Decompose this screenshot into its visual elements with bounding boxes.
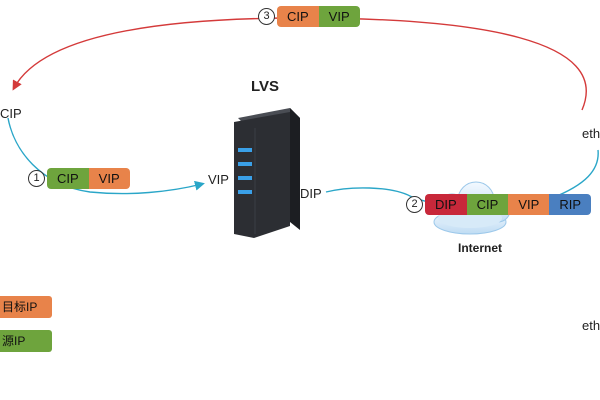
lvs-server-icon [234,108,300,238]
packet-cell-cip: CIP [277,6,319,27]
packet-cell-rip: RIP [549,194,591,215]
legend-target-ip: 目标IP [0,296,52,318]
lvs-label: LVS [251,78,280,95]
packet-cell-vip: VIP [88,168,130,189]
request-arrow-client-to-lvs [7,117,205,195]
step-number-badge: 3 [258,8,275,25]
server-led-4 [238,190,252,194]
packet-cell-dip: DIP [425,194,467,215]
packet-cell-vip: VIP [318,6,360,27]
server-led-3 [238,176,252,180]
eth-label-bottom: eth [582,318,600,333]
packet-cell-cip: CIP [47,168,89,189]
server-led-2 [238,162,252,166]
packet-step-1: 1 CIP VIP [28,168,130,189]
legend-source-ip: 源IP [0,330,52,352]
dip-label: DIP [300,186,322,201]
packet-cell-vip: VIP [508,194,550,215]
vip-label: VIP [208,172,229,187]
eth-label-top: eth [582,126,600,141]
step-number-badge: 1 [28,170,45,187]
client-ip-label: CIP [0,106,22,121]
packet-step-2: 2 DIP CIP VIP RIP [406,194,591,215]
server-led-1 [238,148,252,152]
packet-step-3: 3 CIP VIP [258,6,360,27]
step-number-badge: 2 [406,196,423,213]
packet-cell-cip: CIP [466,194,509,215]
return-arrow [12,17,587,111]
internet-label: Internet [458,241,503,255]
